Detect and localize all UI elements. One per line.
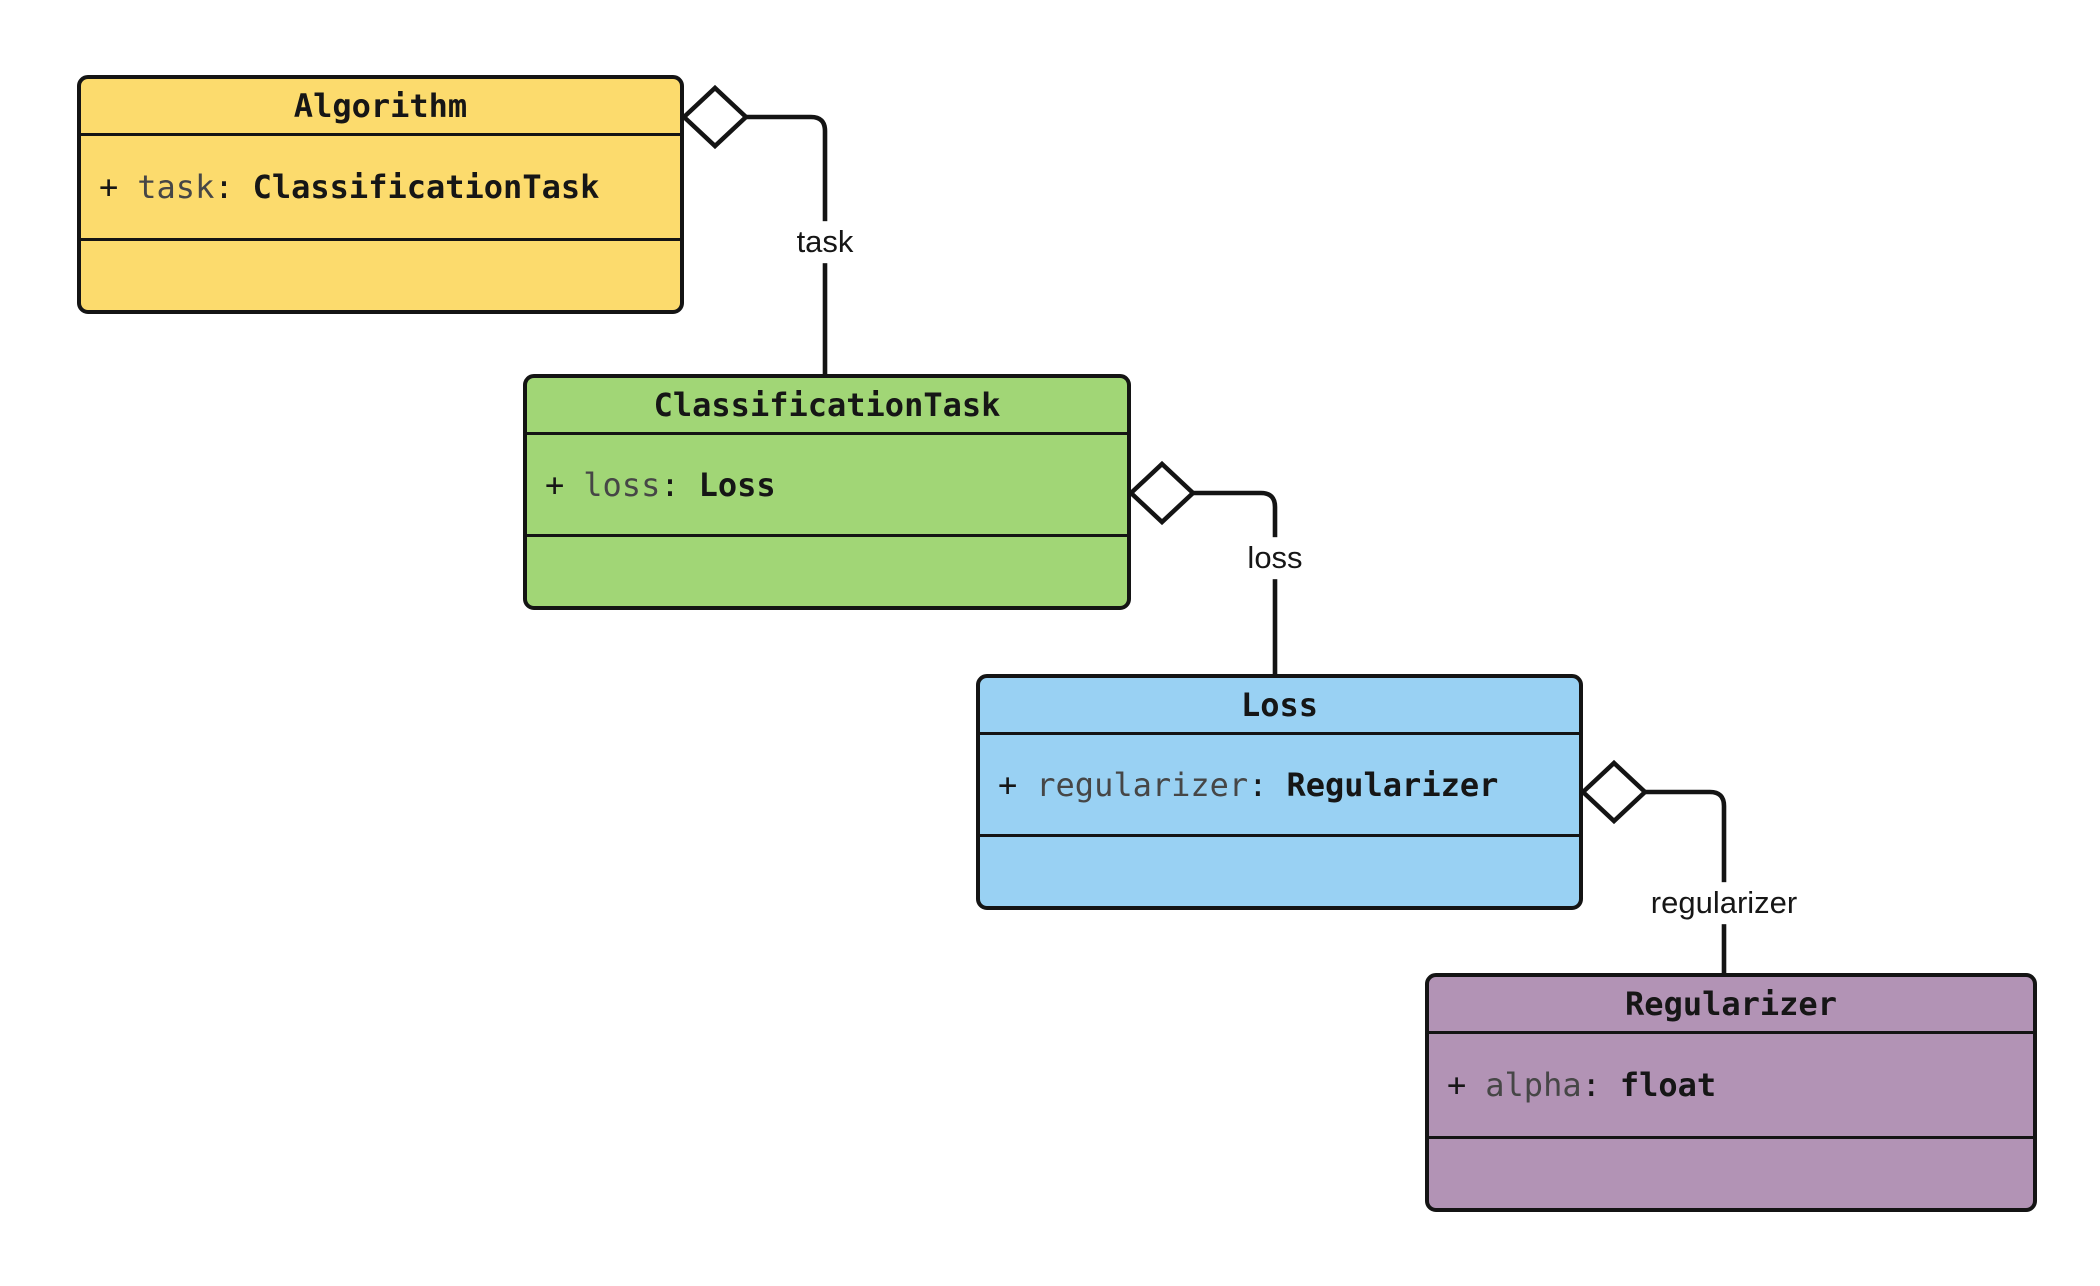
edge-task [746, 114, 828, 374]
edge-label-loss: loss [1240, 537, 1310, 579]
class-node-algorithm: Algorithm + task: ClassificationTask [77, 75, 684, 314]
attribute-name: regularizer [1036, 765, 1249, 804]
attribute-type: ClassificationTask [252, 168, 600, 206]
class-empty-section [527, 534, 1127, 606]
class-title: Regularizer [1429, 977, 2033, 1034]
class-node-classificationtask: ClassificationTask + loss: Loss [523, 374, 1131, 610]
class-node-loss: Loss + regularizer: Regularizer [976, 674, 1583, 910]
class-node-regularizer: Regularizer + alpha: float [1425, 973, 2037, 1212]
class-empty-section [81, 238, 680, 310]
attribute-colon: : [214, 168, 234, 206]
attribute-colon: : [1581, 1066, 1601, 1104]
class-attribute-row: + loss: Loss [527, 435, 1127, 534]
attribute-type: Loss [698, 465, 776, 504]
attribute-name: alpha [1485, 1066, 1582, 1104]
aggregation-diamond-icon [680, 84, 750, 150]
edge-loss [1193, 490, 1278, 674]
attribute-visibility: + [998, 765, 1018, 804]
attribute-visibility: + [545, 465, 565, 504]
aggregation-diamond-icon [1127, 460, 1197, 526]
aggregation-diamond-icon [1579, 759, 1649, 825]
edge-regularizer [1645, 789, 1727, 973]
class-attribute-row: + regularizer: Regularizer [980, 735, 1579, 834]
class-title: Loss [980, 678, 1579, 735]
attribute-name: task [137, 168, 215, 206]
class-title: Algorithm [81, 79, 680, 136]
class-title: ClassificationTask [527, 378, 1127, 435]
class-empty-section [980, 834, 1579, 906]
class-empty-section [1429, 1136, 2033, 1208]
attribute-type: float [1619, 1066, 1717, 1104]
class-attribute-row: + alpha: float [1429, 1034, 2033, 1136]
edge-label-task: task [789, 221, 861, 263]
attribute-name: loss [583, 465, 661, 504]
attribute-colon: : [1248, 765, 1268, 804]
attribute-visibility: + [99, 168, 119, 206]
attribute-colon: : [660, 465, 680, 504]
attribute-visibility: + [1447, 1066, 1467, 1104]
class-attribute-row: + task: ClassificationTask [81, 136, 680, 238]
edge-label-regularizer: regularizer [1643, 882, 1805, 924]
attribute-type: Regularizer [1286, 765, 1499, 804]
